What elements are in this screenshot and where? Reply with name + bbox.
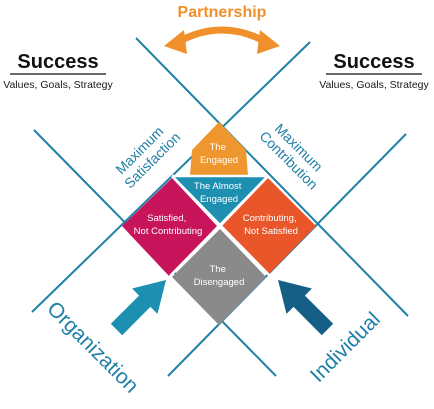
individual-arrow (278, 280, 334, 336)
tile-almost-engaged-label: The Almost Engaged (194, 181, 244, 205)
success-right-subtitle: Values, Goals, Strategy (319, 79, 429, 91)
tile-satisfied-label: Satisfied, Not Contributing (134, 213, 203, 237)
partnership-arrow (164, 26, 280, 54)
partnership-left-arrowhead (164, 30, 187, 54)
tile-engaged (190, 122, 248, 175)
partnership-right-arrowhead (257, 30, 280, 54)
tile-contributing-label: Contributing, Not Satisfied (243, 213, 300, 237)
success-left-subtitle: Values, Goals, Strategy (3, 79, 113, 91)
success-right-title: Success (333, 51, 414, 73)
organization-arrow (110, 280, 166, 336)
engagement-diamond (122, 122, 316, 325)
tile-satisfied (122, 178, 217, 276)
tile-disengaged-label: The Disengaged (194, 264, 245, 288)
line-top-right-diagonal (31, 41, 311, 313)
success-left-title: Success (17, 51, 98, 73)
partnership-label: Partnership (178, 4, 267, 21)
tile-almost-engaged (173, 176, 266, 226)
line-top-left-diagonal (135, 37, 409, 317)
tile-disengaged (172, 229, 266, 325)
tile-separators (169, 174, 271, 277)
tile-engaged-label: The Engaged (200, 142, 238, 166)
